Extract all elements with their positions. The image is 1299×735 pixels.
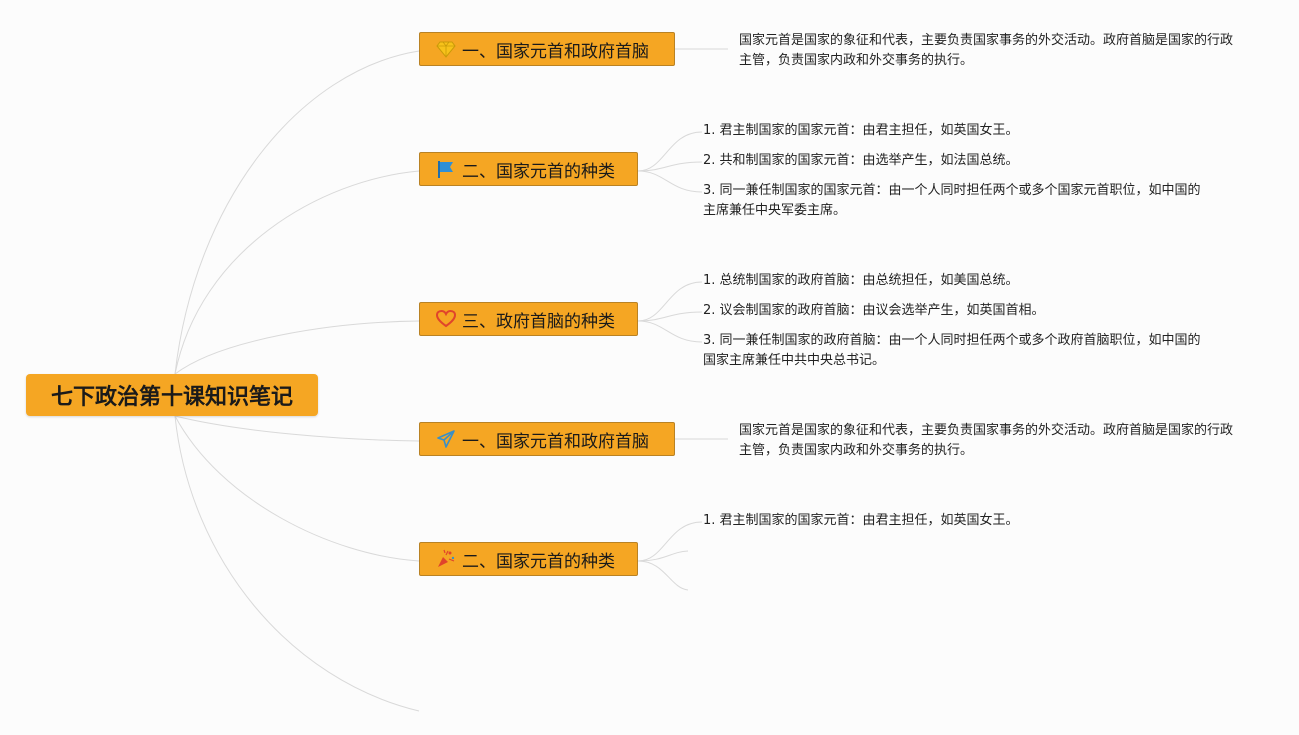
party-popper-icon [436, 549, 456, 569]
flag-icon [436, 159, 456, 179]
connector-branch-5-note-1 [637, 521, 703, 562]
connector-branch-2-note-3 [637, 170, 703, 193]
connector-branch-2-note-1 [637, 131, 703, 172]
connector-branch-5-note-2 [637, 550, 689, 562]
connector-root-branch-3 [174, 320, 420, 375]
root-topic-label: 七下政治第十课知识笔记 [50, 385, 293, 410]
connector-root-branch-6 [174, 415, 420, 712]
branch-topic-4-label: 一、国家元首和政府首脑 [462, 431, 649, 452]
note-5-1: 1. 君主制国家的国家元首：由君主担任，如英国女王。 [703, 513, 1019, 528]
branch-topic-2[interactable]: 二、国家元首的种类 [419, 152, 638, 186]
root-topic[interactable]: 七下政治第十课知识笔记 [26, 374, 318, 416]
branch-topic-4[interactable]: 一、国家元首和政府首脑 [419, 422, 675, 456]
connector-branch-2-note-2 [637, 161, 703, 172]
heart-icon [436, 309, 456, 329]
note-3-1: 1. 总统制国家的政府首脑：由总统担任，如美国总统。 [703, 273, 1019, 288]
note-1-1: 国家元首是国家的象征和代表，主要负责国家事务的外交活动。政府首脑是国家的行政主管… [739, 33, 1234, 68]
connector-root-branch-5 [174, 415, 420, 562]
connector-branch-5-note-3 [637, 560, 689, 591]
note-3-3: 3. 同一兼任制国家的政府首脑：由一个人同时担任两个或多个政府首脑职位，如中国的… [703, 333, 1201, 368]
branch-topic-5-label: 二、国家元首的种类 [462, 551, 615, 572]
note-2-3: 3. 同一兼任制国家的国家元首：由一个人同时担任两个或多个国家元首职位，如中国的… [703, 183, 1201, 218]
connector-root-branch-1 [174, 50, 420, 375]
connector-branch-3-note-3 [637, 320, 703, 343]
paper-plane-icon [436, 429, 456, 449]
note-2-1: 1. 君主制国家的国家元首：由君主担任，如英国女王。 [703, 123, 1019, 138]
connector-root-branch-4 [174, 415, 420, 442]
branch-topic-5[interactable]: 二、国家元首的种类 [419, 542, 638, 576]
branch-topic-1-label: 一、国家元首和政府首脑 [462, 41, 649, 62]
branch-topic-2-label: 二、国家元首的种类 [462, 161, 615, 182]
branch-topic-3[interactable]: 三、政府首脑的种类 [419, 302, 638, 336]
branch-topic-3-label: 三、政府首脑的种类 [462, 311, 615, 332]
note-2-2: 2. 共和制国家的国家元首：由选举产生，如法国总统。 [703, 153, 1019, 168]
note-3-2: 2. 议会制国家的政府首脑：由议会选举产生，如英国首相。 [703, 303, 1045, 318]
diamond-icon [436, 39, 456, 59]
connector-branch-3-note-1 [637, 281, 703, 322]
connector-root-branch-2 [174, 170, 420, 375]
note-4-1: 国家元首是国家的象征和代表，主要负责国家事务的外交活动。政府首脑是国家的行政主管… [739, 423, 1234, 458]
connector-branch-3-note-2 [637, 311, 703, 322]
branch-topic-1[interactable]: 一、国家元首和政府首脑 [419, 32, 675, 66]
